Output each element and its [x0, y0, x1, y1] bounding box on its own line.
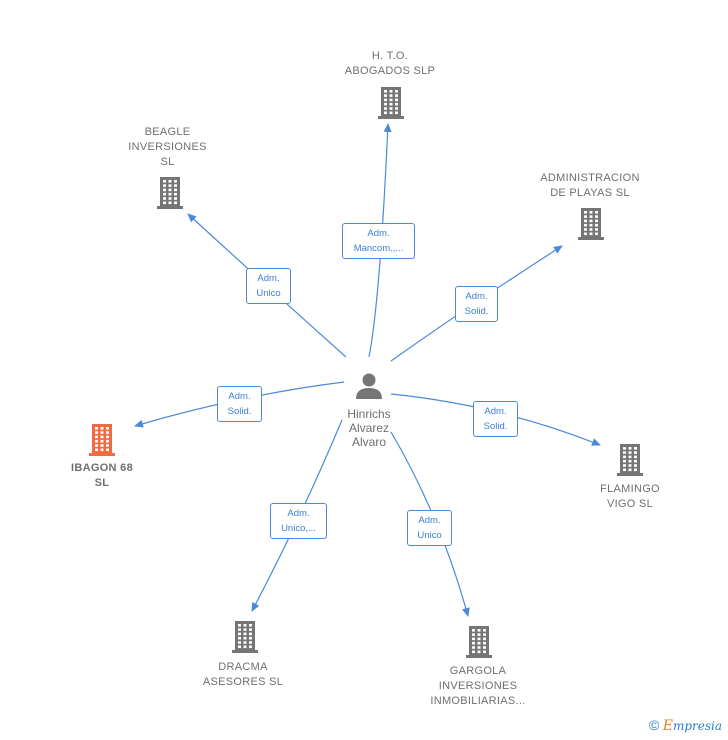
building-icon-flamingo[interactable] [617, 444, 643, 476]
edge-label-ibagon[interactable]: Adm. Solid. [217, 386, 262, 422]
building-icon-gargola[interactable] [466, 626, 492, 658]
company-label-dracma[interactable]: DRACMA ASESORES SL [202, 661, 284, 688]
edge-label-flamingo[interactable]: Adm. Solid. [473, 401, 518, 437]
brand-logo: © Empresia [649, 717, 722, 734]
edge-label-beagle[interactable]: Adm. Unico [246, 268, 291, 304]
center-person-label[interactable]: Hinrichs Alvarez Alvaro [347, 407, 391, 449]
edge-label-playas[interactable]: Adm. Solid. [455, 286, 498, 322]
building-icon-beagle[interactable] [157, 177, 183, 209]
company-label-ibagon[interactable]: IBAGON 68 SL [71, 462, 133, 489]
building-icon-ibagon[interactable] [89, 424, 115, 456]
building-icon-ht[interactable] [378, 87, 404, 119]
company-label-playas[interactable]: ADMINISTRACION DE PLAYAS SL [540, 172, 640, 199]
edge-ht [368, 123, 392, 358]
edge-label-dracma[interactable]: Adm. Unico,... [270, 503, 327, 539]
company-label-beagle[interactable]: BEAGLE INVERSIONES SL [128, 126, 207, 168]
building-icon-playas[interactable] [578, 208, 604, 240]
copyright-icon: © [649, 717, 660, 733]
building-icon-dracma[interactable] [232, 621, 258, 653]
brand-e-mark: E [662, 718, 673, 734]
company-label-gargola[interactable]: GARGOLA INVERSIONES INMOBILIARIAS... [430, 665, 526, 707]
edge-label-ht[interactable]: Adm. Mancom.,... [342, 223, 415, 259]
company-label-ht[interactable]: H. T.O. ABOGADOS SLP [344, 50, 436, 77]
edge-label-gargola[interactable]: Adm. Unico [407, 510, 452, 546]
brand-name: mpresia [672, 719, 722, 733]
company-label-flamingo[interactable]: FLAMINGO VIGO SL [600, 483, 660, 510]
person-icon[interactable] [356, 373, 382, 400]
